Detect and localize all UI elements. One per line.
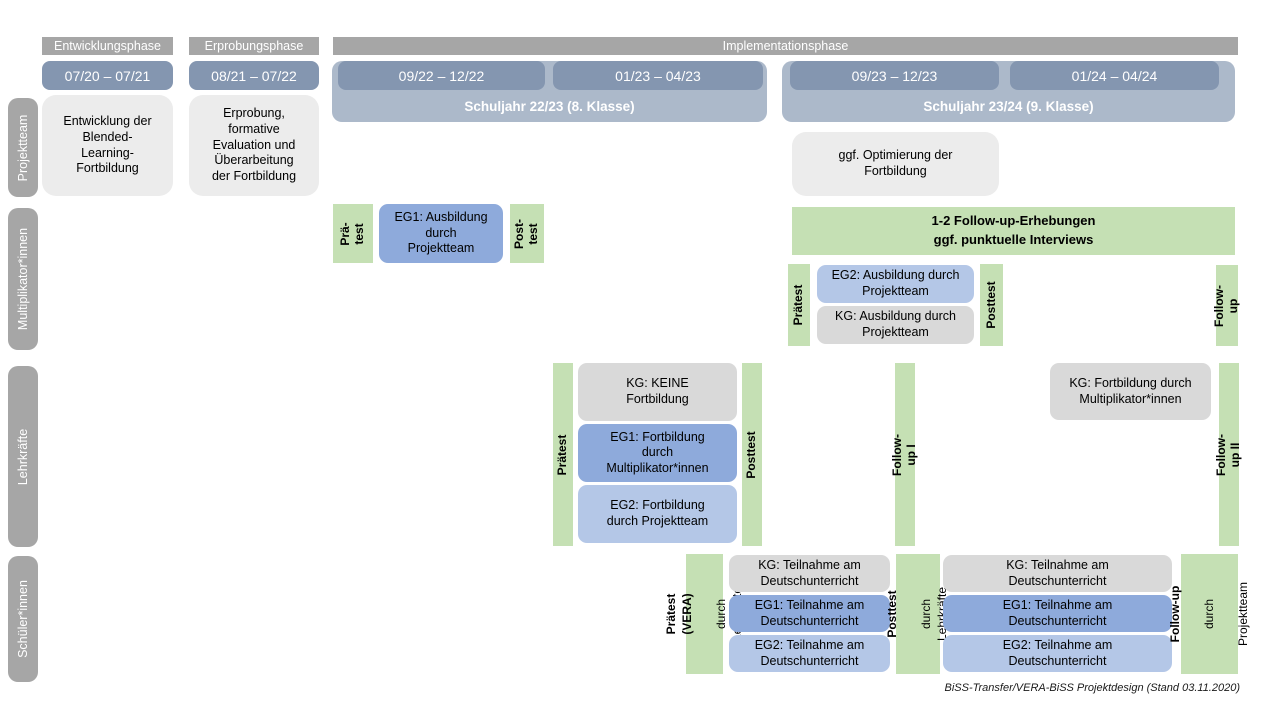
strip-posttest-multiplikatoren-1: Post- test — [510, 204, 544, 263]
box-kg-keine-fortbildung: KG: KEINE Fortbildung — [578, 363, 737, 421]
phase-header-erprobungsphase: Erprobungsphase — [189, 37, 319, 55]
followup-sub2: Projektteam — [1235, 581, 1250, 647]
box-erprobung-evaluation: Erprobung, formative Evaluation und Über… — [189, 95, 319, 196]
strip-praetest-vera-schueler: Prätest (VERA) durch Lehrkräfte — [664, 554, 743, 674]
box-eg2-teilnahme-2: EG2: Teilnahme am Deutschunterricht — [943, 635, 1172, 672]
box-eg1-ausbildung-projektteam: EG1: Ausbildung durch Projektteam — [379, 204, 503, 263]
strip-praetest-multiplikatoren-2-text: Prätest — [791, 284, 806, 326]
strip-posttest-multiplikatoren-2-text: Posttest — [983, 281, 998, 329]
row-label-multiplikatoren: Multiplikator*innen — [8, 208, 38, 350]
row-label-lehrkraefte-text: Lehrkräfte — [15, 428, 30, 485]
box-kg-teilnahme-2: KG: Teilnahme am Deutschunterricht — [943, 555, 1172, 592]
strip-praetest-multiplikatoren-1-text: Prä- test — [338, 221, 366, 246]
strip-praetest-lehrkraefte-text: Prätest — [555, 434, 570, 475]
box-eg2-fortbildung-projektteam: EG2: Fortbildung durch Projektteam — [578, 485, 737, 543]
posttest-bold: Posttest — [885, 590, 900, 638]
date-range-0720-0721: 07/20 – 07/21 — [42, 61, 173, 90]
phase-header-entwicklungsphase: Entwicklungsphase — [42, 37, 173, 55]
slide-caption: BiSS-Transfer/VERA-BiSS Projektdesign (S… — [944, 682, 1240, 694]
box-eg2-ausbildung-projektteam: EG2: Ausbildung durch Projektteam — [817, 265, 974, 303]
strip-followup-schueler: Follow-up durch Projektteam — [1168, 554, 1250, 674]
strip-posttest-multiplikatoren-2: Posttest — [980, 264, 1003, 346]
date-range-0123-0423: 01/23 – 04/23 — [553, 61, 763, 90]
strip-posttest-schueler: Posttest durch Lehrkräfte — [885, 554, 949, 674]
row-label-multiplikatoren-text: Multiplikator*innen — [15, 227, 30, 331]
schoolyear-label-22-23: Schuljahr 22/23 (8. Klasse) — [464, 98, 635, 114]
phase-header-implementationsphase: Implementationsphase — [333, 37, 1238, 55]
row-label-schueler-text: Schüler*innen — [15, 580, 30, 658]
strip-followup1-lehrkraefte: Follow-up I — [890, 363, 918, 546]
date-range-0821-0722: 08/21 – 07/22 — [189, 61, 319, 90]
box-followup-erhebungen: 1-2 Follow-up-Erhebungen ggf. punktuelle… — [792, 207, 1235, 255]
box-eg1-teilnahme-1: EG1: Teilnahme am Deutschunterricht — [729, 595, 890, 632]
box-optimierung-fortbildung: ggf. Optimierung der Fortbildung — [792, 132, 999, 196]
row-label-projektteam-text: Projektteam — [15, 114, 30, 181]
box-kg-fortbildung-multiplikatoren: KG: Fortbildung durch Multiplikator*inne… — [1050, 363, 1211, 420]
strip-praetest-multiplikatoren-1: Prä- test — [333, 204, 373, 263]
praetest-vera-bold: Prätest (VERA) — [664, 593, 694, 635]
box-kg-teilnahme-1: KG: Teilnahme am Deutschunterricht — [729, 555, 890, 592]
date-range-0124-0424: 01/24 – 04/24 — [1010, 61, 1219, 90]
box-eg1-teilnahme-2: EG1: Teilnahme am Deutschunterricht — [943, 595, 1172, 632]
strip-posttest-lehrkraefte-text: Posttest — [744, 430, 759, 479]
row-label-projektteam: Projektteam — [8, 98, 38, 197]
strip-praetest-lehrkraefte: Prätest — [553, 363, 573, 546]
box-entwicklung-fortbildung: Entwicklung der Blended- Learning- Fortb… — [42, 95, 173, 196]
box-eg2-teilnahme-1: EG2: Teilnahme am Deutschunterricht — [729, 635, 890, 672]
followup-bold: Follow-up — [1167, 585, 1182, 643]
box-kg-ausbildung-projektteam: KG: Ausbildung durch Projektteam — [817, 306, 974, 344]
strip-followup1-lehrkraefte-text: Follow-up I — [890, 433, 918, 476]
strip-posttest-multiplikatoren-1-text: Post- test — [512, 218, 540, 249]
row-label-lehrkraefte: Lehrkräfte — [8, 366, 38, 547]
strip-followup2-lehrkraefte: Follow-up II — [1214, 363, 1242, 546]
strip-posttest-lehrkraefte: Posttest — [742, 363, 762, 546]
date-range-0922-1222: 09/22 – 12/22 — [338, 61, 545, 90]
strip-followup2-lehrkraefte-text: Follow-up II — [1214, 433, 1242, 476]
schoolyear-label-23-24: Schuljahr 23/24 (9. Klasse) — [923, 98, 1094, 114]
date-range-0923-1223: 09/23 – 12/23 — [790, 61, 999, 90]
strip-followup-multiplikatoren: Follow-up — [1212, 265, 1240, 346]
followup-sub1: durch — [1201, 598, 1216, 630]
strip-followup-multiplikatoren-text: Follow-up — [1212, 284, 1240, 327]
row-label-schueler: Schüler*innen — [8, 556, 38, 682]
strip-praetest-multiplikatoren-2: Prätest — [788, 264, 810, 346]
strip-followup-schueler-text: Follow-up durch Projektteam — [1149, 582, 1269, 646]
box-eg1-fortbildung-multiplikatoren: EG1: Fortbildung durch Multiplikator*inn… — [578, 424, 737, 482]
